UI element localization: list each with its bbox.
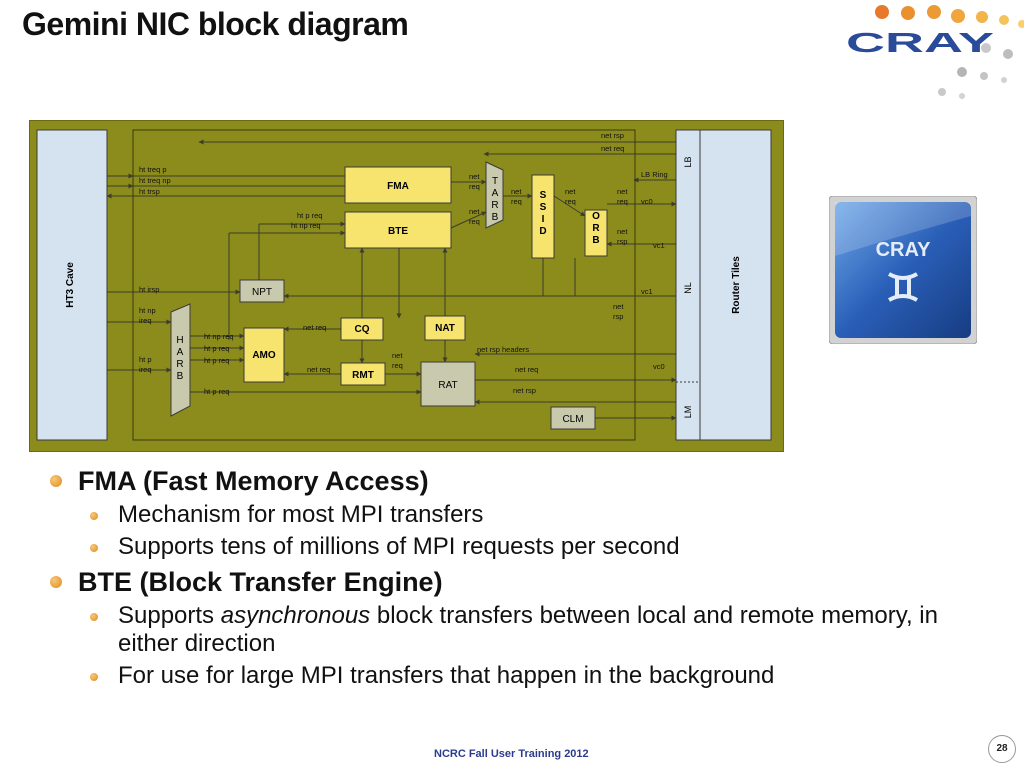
router-lb-label: LB [683, 156, 693, 167]
svg-text:net: net [617, 227, 628, 236]
bullet-fma-mpi-transfers: Mechanism for most MPI transfers [46, 501, 996, 529]
router-tiles-label: Router Tiles [731, 256, 742, 314]
svg-text:ht np req: ht np req [204, 332, 234, 341]
cray-chip-image: CRAY [829, 196, 977, 344]
bte-label: BTE [388, 226, 408, 237]
svg-text:ht p req: ht p req [204, 356, 229, 365]
tarb-block [485, 161, 504, 229]
router-tiles-block [699, 129, 772, 441]
svg-text:req: req [469, 217, 480, 226]
amo-block [243, 327, 285, 383]
fma-label: FMA [387, 181, 409, 192]
svg-text:ireq: ireq [139, 365, 152, 374]
svg-text:net rsp: net rsp [601, 131, 624, 140]
slide-title: Gemini NIC block diagram [22, 6, 409, 42]
svg-text:net req: net req [307, 365, 330, 374]
svg-text:net req: net req [515, 365, 538, 374]
footer-text: NCRC Fall User Training 2012 [434, 748, 589, 760]
svg-text:ht treq p: ht treq p [139, 165, 167, 174]
rat-label: RAT [438, 380, 457, 391]
svg-text:ireq: ireq [139, 316, 152, 325]
gemini-nic-block-diagram: HT3 Cave LB NL LM Router Tiles FMA BTE T… [29, 120, 784, 452]
svg-text:rsp: rsp [613, 312, 623, 321]
svg-text:net req: net req [601, 144, 624, 153]
svg-text:ht p req: ht p req [297, 211, 322, 220]
svg-text:vc0: vc0 [653, 362, 665, 371]
cray-logo-dots [875, 5, 1024, 99]
bullet-fma: FMA (Fast Memory Access) [46, 464, 996, 498]
svg-text:net req: net req [303, 323, 326, 332]
bullet-bte: BTE (Block Transfer Engine) [46, 565, 996, 599]
bte-block [344, 211, 452, 249]
svg-text:net: net [469, 172, 480, 181]
fma-block [344, 166, 452, 204]
connection-lines [106, 139, 677, 421]
svg-text:ht p: ht p [139, 355, 152, 364]
rat-block [420, 361, 476, 407]
page-number: 28 [988, 735, 1016, 763]
svg-text:net rsp: net rsp [513, 386, 536, 395]
svg-text:net: net [392, 351, 403, 360]
nat-label: NAT [435, 323, 455, 334]
nat-block [424, 315, 466, 341]
svg-text:ht treq np: ht treq np [139, 176, 171, 185]
svg-text:net: net [511, 187, 522, 196]
router-nl-label: NL [683, 282, 693, 294]
clm-label: CLM [562, 414, 583, 425]
cq-label: CQ [355, 324, 370, 335]
router-lm-label: LM [683, 406, 693, 419]
svg-text:ht p req: ht p req [204, 344, 229, 353]
svg-text:vc1: vc1 [653, 241, 665, 250]
svg-text:ht p req: ht p req [204, 387, 229, 396]
svg-text:vc1: vc1 [641, 287, 653, 296]
svg-text:vc0: vc0 [641, 197, 653, 206]
svg-text:ht np req: ht np req [291, 221, 321, 230]
svg-text:req: req [565, 197, 576, 206]
svg-text:LB Ring: LB Ring [641, 170, 668, 179]
svg-text:ht irsp: ht irsp [139, 285, 159, 294]
svg-text:req: req [511, 197, 522, 206]
svg-text:ht np: ht np [139, 306, 156, 315]
svg-text:net: net [469, 207, 480, 216]
harb-block [170, 303, 191, 417]
ht3-cave-label: HT3 Cave [65, 262, 76, 308]
svg-text:net: net [613, 302, 624, 311]
amo-label: AMO [252, 350, 276, 361]
svg-text:net: net [565, 187, 576, 196]
bullet-bte-large: For use for large MPI transfers that hap… [46, 662, 996, 690]
cray-logo-text: CRAY [846, 28, 995, 58]
svg-text:net rsp headers: net rsp headers [477, 345, 529, 354]
svg-text:req: req [392, 361, 403, 370]
npt-label: NPT [252, 287, 272, 298]
svg-text:ht trsp: ht trsp [139, 187, 160, 196]
cray-logo: CRAY [846, 28, 995, 58]
rmt-label: RMT [352, 370, 374, 381]
svg-text:net: net [617, 187, 628, 196]
bullet-list: FMA (Fast Memory Access) Mechanism for m… [46, 464, 996, 694]
svg-text:req: req [617, 197, 628, 206]
bullet-bte-async: Supports asynchronous block transfers be… [46, 602, 996, 658]
ht3-cave-block [36, 129, 108, 441]
svg-text:req: req [469, 182, 480, 191]
bullet-fma-requests: Supports tens of millions of MPI request… [46, 533, 996, 561]
svg-text:CRAY: CRAY [876, 239, 931, 261]
orb-block [584, 209, 608, 257]
svg-text:rsp: rsp [617, 237, 627, 246]
